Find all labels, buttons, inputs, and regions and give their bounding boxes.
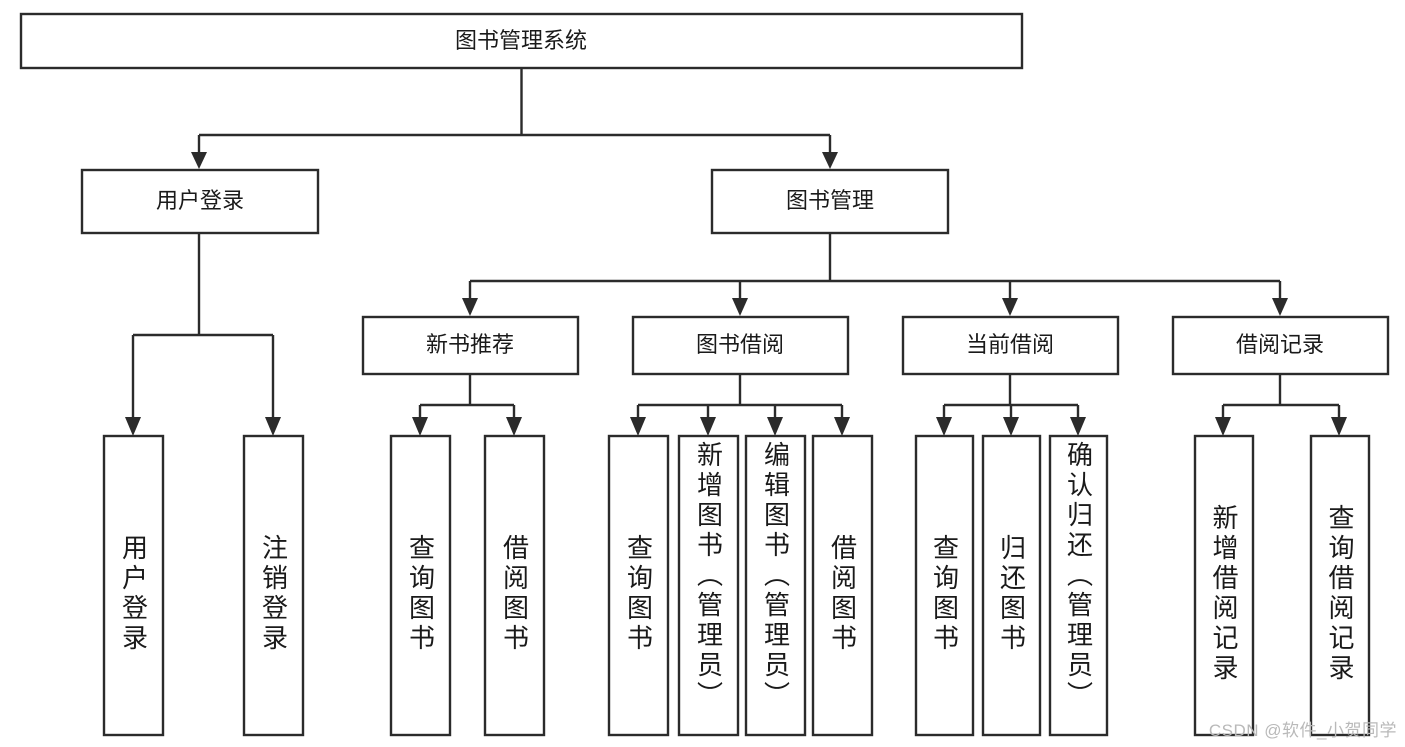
connector-newbook-to-leaves [412,374,522,436]
node-current-borrow[interactable]: 当前借阅 [901,315,1120,376]
leaf-label: 新增图书（管理员） [693,441,724,711]
node-book-management[interactable]: 图书管理 [710,168,950,235]
leaf-label: 新增借阅记录 [1209,503,1239,684]
node-user-login[interactable]: 用户登录 [80,168,320,235]
leaf-label: 编辑图书（管理员） [760,441,791,711]
leaf-label: 借阅图书 [827,533,858,654]
leaf-label: 查询图书 [405,533,436,654]
node-leaf-bookborrow-add[interactable]: 新增图书（管理员） [677,434,740,737]
node-leaf-bookborrow-query[interactable]: 查询图书 [607,434,670,737]
leaf-label: 借阅图书 [499,533,530,654]
node-leaf-bookborrow-edit[interactable]: 编辑图书（管理员） [744,434,807,737]
node-label-user-login: 用户登录 [156,188,244,213]
node-leaf-newbook-query[interactable]: 查询图书 [389,434,452,737]
node-leaf-currentborrow-query[interactable]: 查询图书 [914,434,975,737]
node-leaf-user-login-logout[interactable]: 注销登录 [242,434,305,737]
node-label-current-borrow: 当前借阅 [966,332,1054,357]
node-leaf-currentborrow-confirm[interactable]: 确认归还（管理员） [1048,434,1109,737]
node-label-root: 图书管理系统 [455,28,587,53]
node-label-borrow-record: 借阅记录 [1236,332,1324,357]
connector-borrowrecord-to-leaves [1215,374,1347,436]
leaf-label: 用户登录 [118,533,149,654]
leaf-label: 查询图书 [623,533,654,654]
leaf-label: 归还图书 [996,533,1027,654]
node-new-book-recommend[interactable]: 新书推荐 [361,315,580,376]
connector-bookmgmt-to-level3 [462,233,1288,316]
leaf-label: 查询图书 [929,533,960,654]
node-label-new-book-recommend: 新书推荐 [426,332,514,357]
watermark-text: CSDN @软件_小贺同学 [1208,721,1397,740]
node-borrow-record[interactable]: 借阅记录 [1171,315,1390,376]
connector-root-to-level2 [191,68,838,169]
node-book-borrow[interactable]: 图书借阅 [631,315,850,376]
node-label-book-management: 图书管理 [786,188,874,213]
leaf-label: 查询借阅记录 [1325,503,1355,684]
connector-bookborrow-to-leaves [630,374,850,436]
node-root-system[interactable]: 图书管理系统 [19,12,1024,70]
node-leaf-borrowrecord-add[interactable]: 新增借阅记录 [1193,434,1255,737]
leaf-label: 确认归还（管理员） [1063,441,1094,711]
node-leaf-borrowrecord-query[interactable]: 查询借阅记录 [1309,434,1371,737]
node-leaf-currentborrow-return[interactable]: 归还图书 [981,434,1042,737]
connector-userlogin-to-leaves [125,233,281,436]
node-label-book-borrow: 图书借阅 [696,332,784,357]
leaf-label: 注销登录 [258,533,289,654]
node-leaf-newbook-borrow[interactable]: 借阅图书 [483,434,546,737]
connector-currentborrow-to-leaves [936,374,1086,436]
node-leaf-user-login-login[interactable]: 用户登录 [102,434,165,737]
node-leaf-bookborrow-borrow[interactable]: 借阅图书 [811,434,874,737]
